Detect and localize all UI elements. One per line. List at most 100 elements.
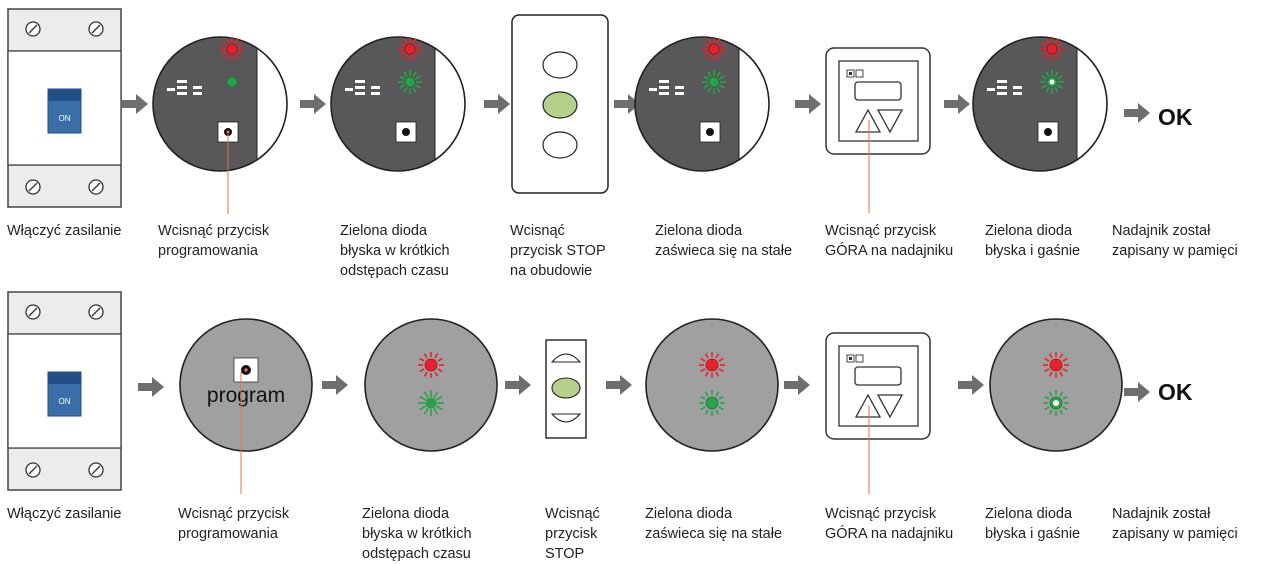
on-switch: ON [47,88,82,134]
control-board-closeup [330,36,466,172]
screw-icon [25,179,41,195]
row-1-steps: ON [7,8,1150,214]
dip-switch-bars [649,80,684,95]
led-green-icon [708,76,720,88]
dip-switch-bars [345,80,380,95]
arrow-right-icon [122,94,148,114]
led-red-icon [705,358,719,372]
led-green-icon [425,397,437,409]
din-breaker-icon: ON [7,8,122,208]
led-red-icon [702,37,726,61]
arrow-right-icon [944,94,970,114]
led-green-icon [1046,76,1058,88]
dip-switch-bars [167,80,202,95]
caption-saved: Nadajnik został zapisany w pamięci [1112,223,1238,259]
switch-label: ON [59,397,71,406]
program-button-icon [699,121,721,143]
arrow-right-icon [484,94,510,114]
up-arrow-icon [854,393,882,418]
program-button-icon [233,357,259,383]
ok-label: OK [1158,379,1193,405]
led-green-icon [1043,390,1069,416]
caption-press-up: Wcisnąć przycisk GÓRA na nadajniku [825,223,954,259]
screw-icon [25,304,41,320]
screw-icon [88,179,104,195]
led-green-icon [418,390,444,416]
dip-switch-bars [987,80,1022,95]
led-green-icon [1040,70,1064,94]
stop-button-icon [545,339,587,439]
program-label: program [207,384,285,407]
arrow-right-icon [1124,382,1150,402]
caption-press-program: Wcisnąć przycisk programowania [158,223,270,259]
remote-transmitter-icon [825,332,931,440]
down-arrow-icon [876,394,904,419]
row-2-steps: ON program [7,291,1150,494]
led-red-icon [1040,37,1064,61]
arrow-right-icon [1124,103,1150,123]
arrow-right-icon [958,375,984,395]
arrow-right-icon [784,375,810,395]
din-breaker-icon: ON [7,291,122,491]
arrow-right-icon [505,375,531,395]
arrow-right-icon [795,94,821,114]
control-board-closeup [634,36,770,172]
caption-saved: Nadajnik został zapisany w pamięci [1112,506,1238,542]
remote-transmitter-icon [825,47,931,155]
caption-green-blink-off: Zielona dioda błyska i gaśnie [985,506,1081,542]
led-green-icon [404,76,416,88]
caption-green-steady: Zielona dioda zaświeca się na stałe [645,506,783,542]
caption-power-on: Włączyć zasilanie [7,506,122,522]
led-green-icon [705,396,719,410]
control-board-closeup [972,36,1108,172]
caption-green-blinks-fast: Zielona dioda błyska w krótkich odstępac… [340,223,450,279]
led-red-icon [398,37,422,61]
module-closeup [989,318,1123,452]
arrow-right-icon [322,375,348,395]
caption-green-blinks-fast: Zielona dioda błyska w krótkich odstępac… [362,506,472,562]
led-red-icon [404,43,416,55]
led-red-icon [1046,43,1058,55]
up-arrow-icon [854,108,882,133]
switch-label: ON [59,114,71,123]
arrow-right-icon [138,377,164,397]
down-arrow-icon [876,109,904,134]
screw-icon [88,21,104,37]
module-closeup [645,318,779,452]
led-red-icon [708,43,720,55]
caption-press-program: Wcisnąć przycisk programowania [178,506,290,542]
program-button-icon [1037,121,1059,143]
led-red-icon [226,43,238,55]
led-red-icon [699,352,725,378]
on-switch: ON [47,371,82,417]
led-green-icon [702,70,726,94]
arrow-right-icon [300,94,326,114]
module-closeup: program [179,318,313,452]
caption-power-on: Włączyć zasilanie [7,223,122,239]
led-red-icon [1043,352,1069,378]
led-green-icon [1049,396,1063,410]
led-green-icon [226,76,238,88]
led-red-icon [220,37,244,61]
screw-icon [88,462,104,478]
led-red-icon [424,358,438,372]
screw-icon [88,304,104,320]
caption-green-steady: Zielona dioda zaświeca się na stałe [655,223,793,259]
led-green-icon [699,390,725,416]
caption-press-stop: Wcisnąć przycisk STOP na obudowie [510,223,606,279]
ok-label: OK [1158,104,1193,130]
arrow-right-icon [606,375,632,395]
caption-press-stop: Wcisnąć przycisk STOP [545,506,600,562]
led-green-icon [398,70,422,94]
module-closeup [364,318,498,452]
stop-button-icon [511,14,609,194]
caption-green-blink-off: Zielona dioda błyska i gaśnie [985,223,1081,259]
led-red-icon [1049,358,1063,372]
screw-icon [25,462,41,478]
caption-press-up: Wcisnąć przycisk GÓRA na nadajniku [825,506,954,542]
program-button-icon [217,121,239,143]
screw-icon [25,21,41,37]
program-button-icon [395,121,417,143]
control-board-closeup [152,36,288,172]
